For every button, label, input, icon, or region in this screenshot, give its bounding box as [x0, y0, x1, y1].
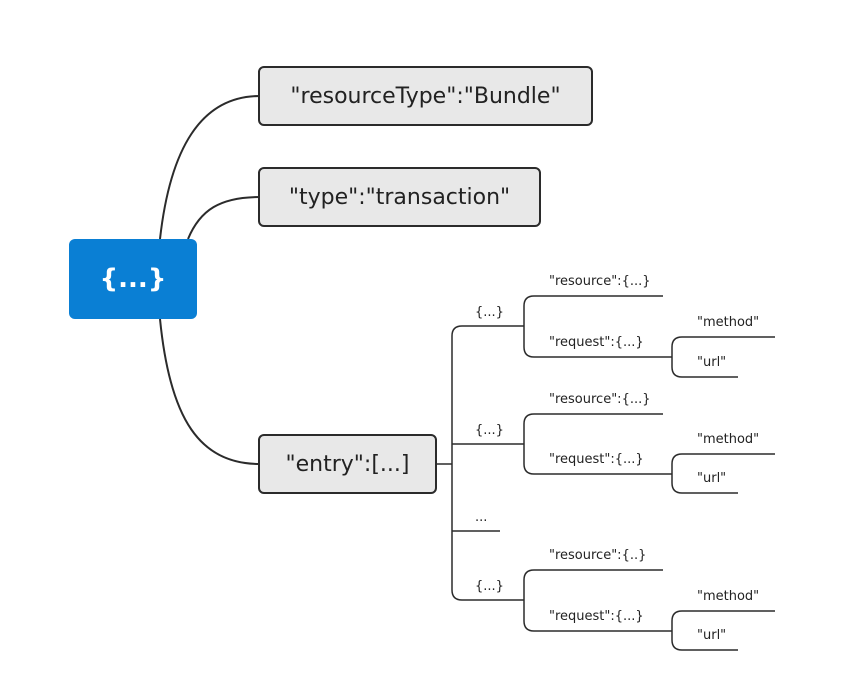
- type-node[interactable]: "type":"transaction": [258, 167, 541, 227]
- connector-root-type: [187, 196, 261, 240]
- entry-item-2-label[interactable]: {...}: [475, 423, 504, 438]
- entry-item-1-url[interactable]: "url": [697, 355, 727, 370]
- entry-item-1-request[interactable]: "request":{...}: [549, 335, 644, 350]
- connector-entry-vertical: [451, 325, 463, 601]
- entry-item-3-request[interactable]: "request":{...}: [549, 609, 644, 624]
- entry-item-2-request[interactable]: "request":{...}: [549, 452, 644, 467]
- entry-item-1-method[interactable]: "method": [697, 315, 760, 330]
- entry-label: "entry":[...]: [285, 451, 410, 477]
- entry-item-2-resource[interactable]: "resource":{...}: [549, 392, 651, 407]
- resourcetype-node[interactable]: "resourceType":"Bundle": [258, 66, 593, 126]
- entry-node[interactable]: "entry":[...]: [258, 434, 437, 494]
- entry-ellipsis: ...: [475, 510, 488, 525]
- entry-item-2-method[interactable]: "method": [697, 432, 760, 447]
- entry-item-3-url[interactable]: "url": [697, 628, 727, 643]
- entry-item-1-resource[interactable]: "resource":{...}: [549, 274, 651, 289]
- entry-item-3-resource[interactable]: "resource":{..}: [549, 548, 647, 563]
- entry-item-1-label[interactable]: {...}: [475, 305, 504, 320]
- root-object-node[interactable]: {...}: [69, 239, 197, 319]
- entry-item-3-label[interactable]: {...}: [475, 579, 504, 594]
- root-object-label: {...}: [99, 264, 167, 294]
- type-label: "type":"transaction": [288, 184, 511, 210]
- resourcetype-label: "resourceType":"Bundle": [290, 83, 561, 109]
- entry-item-3-method[interactable]: "method": [697, 589, 760, 604]
- connector-root-entry: [159, 318, 261, 465]
- entry-item-2-url[interactable]: "url": [697, 471, 727, 486]
- connector-root-resourcetype: [159, 95, 261, 240]
